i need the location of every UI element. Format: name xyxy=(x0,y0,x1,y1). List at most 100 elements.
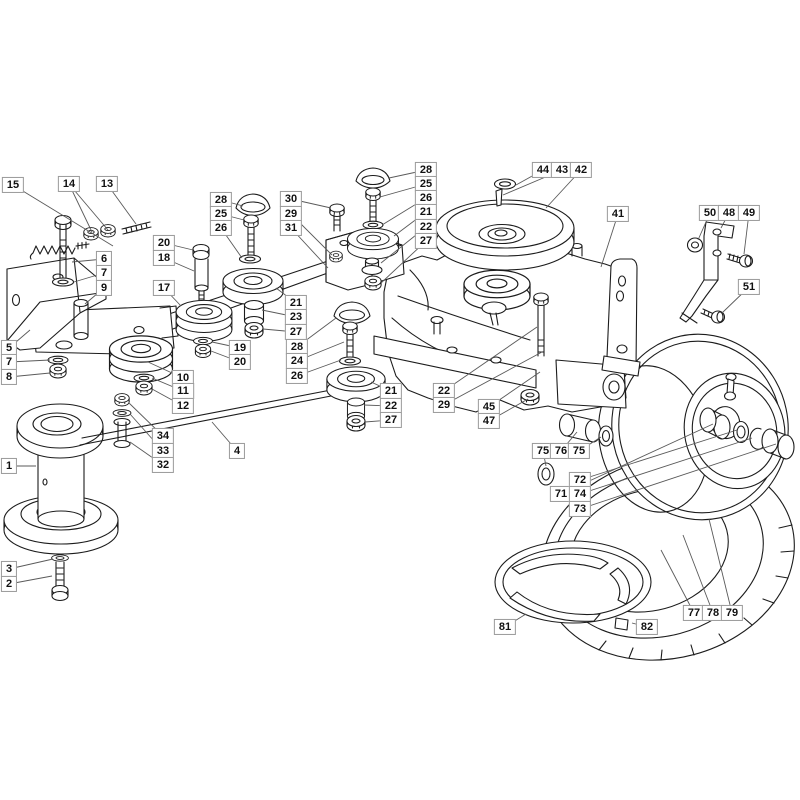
leader-line-9 xyxy=(84,287,105,305)
leader-line-17 xyxy=(163,287,182,307)
bolt-2 xyxy=(51,561,69,602)
leader-line-77 xyxy=(660,549,695,614)
engine-pulley-42-group xyxy=(435,178,575,326)
leader-line-43 xyxy=(502,169,563,196)
woodruff-key-43 xyxy=(495,188,503,207)
leader-line-78 xyxy=(682,534,714,614)
leader-line-26 xyxy=(296,359,342,377)
leader-line-7 xyxy=(8,359,51,363)
leader-line-5 xyxy=(8,329,31,349)
leader-line-22 xyxy=(363,404,392,407)
pivot-bolt xyxy=(54,214,72,279)
leader-line-22 xyxy=(443,326,538,392)
leader-line-3 xyxy=(8,558,54,570)
leader-line-45 xyxy=(488,371,541,408)
hub-bushing xyxy=(699,407,731,440)
leader-line-12 xyxy=(151,388,184,407)
snap-ring xyxy=(749,427,764,450)
leader-line-27 xyxy=(262,328,297,333)
leader-line-48 xyxy=(720,212,730,229)
leader-line-21 xyxy=(275,287,297,304)
leader-line-26 xyxy=(381,197,427,226)
bolt-49 xyxy=(726,253,754,268)
leader-line-81 xyxy=(504,613,527,628)
hub-pulley-stack xyxy=(463,269,531,326)
wheel-rim xyxy=(597,333,795,521)
pulley-group-b xyxy=(347,167,399,291)
leader-line-23 xyxy=(261,309,297,318)
drive-belt xyxy=(79,389,332,446)
leader-line-27 xyxy=(380,240,427,284)
leader-line-44 xyxy=(515,169,544,186)
leader-line-71 xyxy=(560,423,714,495)
bolt-30 xyxy=(329,203,345,232)
long-bolt-22 xyxy=(533,292,549,357)
support-bracket-48 xyxy=(679,221,754,324)
ring-tab-82 xyxy=(614,617,629,631)
leader-line-79 xyxy=(708,518,733,614)
leader-line-13 xyxy=(106,183,137,225)
small-bolt xyxy=(430,315,444,335)
leader-line-25 xyxy=(379,183,427,198)
hub-washer xyxy=(732,420,750,444)
hubcap-ring xyxy=(494,540,652,631)
shoulder-bolt-18 xyxy=(192,243,210,304)
leader-line-28 xyxy=(296,317,337,348)
retaining-ring-44 xyxy=(493,178,517,190)
leader-line-8 xyxy=(8,372,51,378)
leader-line-7 xyxy=(73,272,105,283)
gearbox-bracket-41 xyxy=(601,258,641,377)
leader-line-74 xyxy=(579,437,753,495)
spacer-22 xyxy=(361,257,383,276)
leader-line-31 xyxy=(290,227,329,269)
leader-line-10 xyxy=(147,361,184,379)
leader-line-22 xyxy=(380,226,427,264)
leader-line-51 xyxy=(721,286,750,314)
leader-line-27 xyxy=(364,419,392,423)
leader-line-29 xyxy=(443,351,543,406)
leader-line-2 xyxy=(8,575,53,585)
leader-line-26 xyxy=(220,227,243,259)
belt-guide-stack xyxy=(112,393,132,449)
leader-line-4 xyxy=(211,421,238,452)
axle-bushing-group xyxy=(537,413,614,486)
leader-line-24 xyxy=(296,341,345,362)
leader-line-28 xyxy=(220,199,244,207)
shoulder-bolt-32 xyxy=(113,417,131,449)
leader-line-6 xyxy=(71,258,105,263)
leader-line-11 xyxy=(151,377,184,392)
gearbox xyxy=(373,238,627,413)
leader-line-50 xyxy=(697,212,711,241)
leader-line-15 xyxy=(12,184,114,247)
leader-line-30 xyxy=(290,198,332,209)
leader-line-20 xyxy=(210,350,241,363)
leader-line-19 xyxy=(211,341,241,349)
bushing-76 xyxy=(558,413,602,443)
washer-75 xyxy=(537,462,555,486)
leader-line-28 xyxy=(388,169,427,179)
idler-pulley-17-group xyxy=(175,243,233,358)
bolt-51 xyxy=(700,308,726,324)
nut-50 xyxy=(686,237,704,253)
pulley-group-c xyxy=(326,301,386,432)
leader-line-18 xyxy=(163,257,195,272)
leader-line-47 xyxy=(488,398,529,422)
tension-spring xyxy=(29,241,90,260)
leader-line-75 xyxy=(542,450,547,467)
mounting-bar xyxy=(373,335,537,389)
leader-line-73 xyxy=(579,443,777,510)
threaded-stud xyxy=(121,221,152,235)
leader-line-14 xyxy=(68,183,93,233)
pulley-group-a xyxy=(222,193,284,339)
leader-line-76 xyxy=(560,431,578,452)
spacer-sleeve xyxy=(73,298,89,341)
leader-line-21 xyxy=(393,211,427,237)
leader-line-42 xyxy=(545,169,582,209)
axle-housing xyxy=(555,359,627,409)
leader-line-34 xyxy=(128,402,164,437)
leader-line-75 xyxy=(578,436,602,452)
washer-75 xyxy=(598,425,614,447)
